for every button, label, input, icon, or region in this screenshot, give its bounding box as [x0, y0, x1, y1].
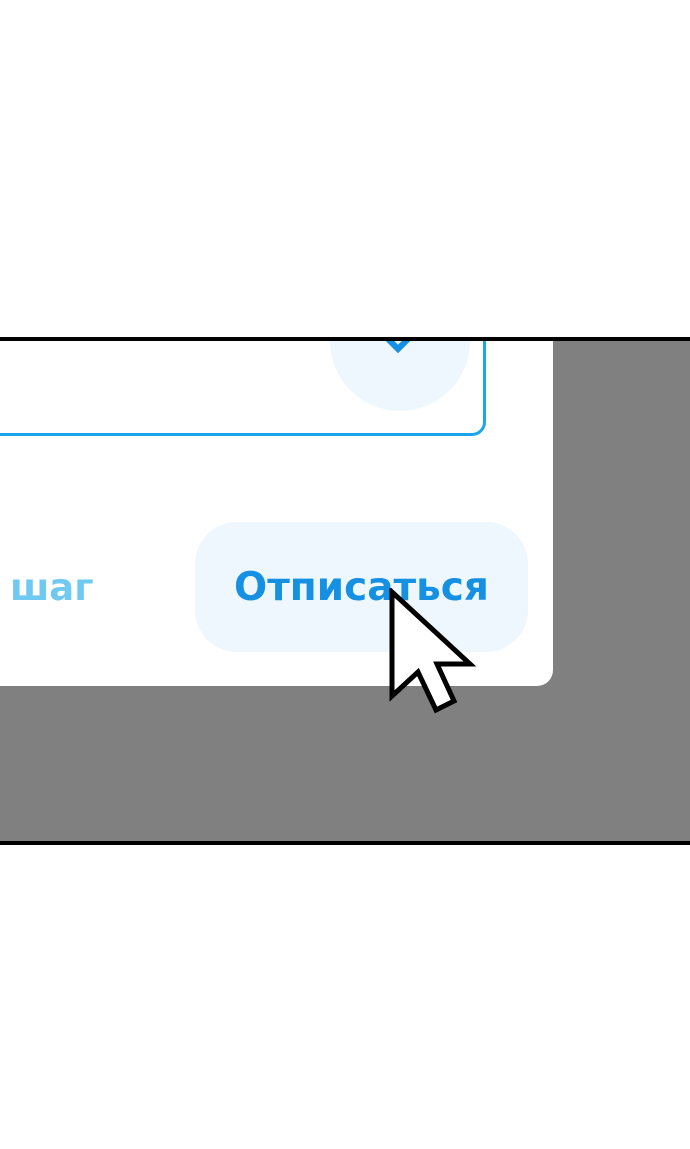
- chevron-down-icon: [385, 341, 411, 354]
- mouse-pointer-icon: [389, 588, 477, 714]
- secondary-step-button[interactable]: шаг: [10, 566, 94, 609]
- unsubscribe-dialog: шаг Отписаться: [0, 341, 553, 686]
- unsubscribe-button[interactable]: Отписаться: [195, 522, 528, 652]
- reason-dropdown[interactable]: [0, 341, 486, 436]
- screenshot-frame: шаг Отписаться: [0, 337, 690, 845]
